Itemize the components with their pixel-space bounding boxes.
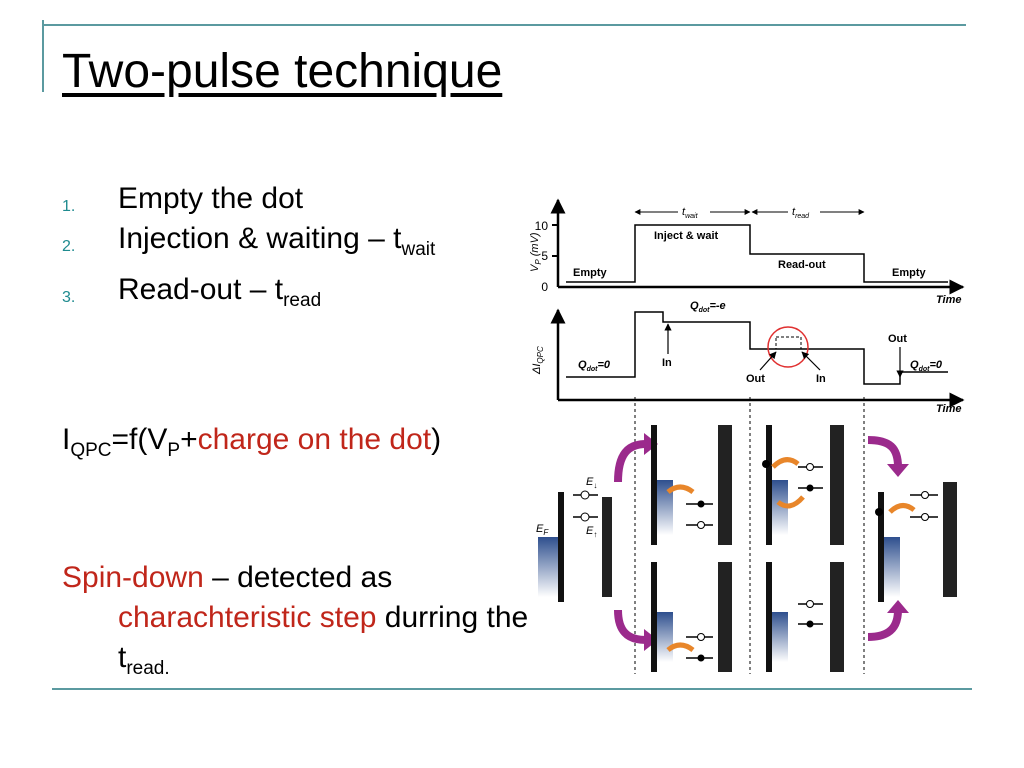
e-fermi-label: EF <box>536 523 549 537</box>
spin-text: – detected as <box>203 561 393 594</box>
slide-title: Two-pulse technique <box>62 45 503 98</box>
decorative-bottom-line <box>52 688 972 690</box>
bottom-panel: ΔIQPC Qdot=0 Qdot=-e Qdot=0 In Out In Ou… <box>531 300 965 415</box>
formula-paragraph: IQPC=f(VP+charge on the dot) <box>62 420 548 471</box>
out-label-2: Out <box>888 333 907 345</box>
spin-text: durring the t <box>118 601 529 674</box>
label-inject-wait: Inject & wait <box>654 230 719 242</box>
pulse-trace <box>566 224 948 283</box>
orange-tunnel-arrow <box>771 457 800 469</box>
list-text: Read-out – t <box>118 273 284 306</box>
e-down-label: E↓ <box>586 476 597 490</box>
spin-subscript: read. <box>126 658 170 679</box>
orange-tunnel-arrow <box>666 484 695 495</box>
label-empty-1: Empty <box>573 267 608 279</box>
purple-arrow-up <box>867 609 902 641</box>
in-label-2: In <box>816 373 826 385</box>
energy-diagram-readout <box>762 425 844 672</box>
two-pulse-figure: 10 5 0 VP (mV) Empty Inject & wait Read-… <box>518 192 968 687</box>
energy-diagram-empty-final <box>867 436 957 641</box>
top-tick-10: 10 <box>535 219 549 233</box>
orange-tunnel-arrow <box>776 495 805 509</box>
spin-paragraph: Spin-down – detected as charachteristic … <box>62 558 548 689</box>
steps-list: 1. Empty the dot 2. Injection & waiting … <box>62 182 502 324</box>
top-tick-0: 0 <box>541 280 548 294</box>
formula-subscript: QPC <box>70 440 112 461</box>
orange-tunnel-arrow <box>888 503 916 514</box>
top-x-label: Time <box>936 294 961 306</box>
formula-text: + <box>180 423 198 456</box>
decorative-vertical-line <box>42 20 44 92</box>
list-subscript: wait <box>401 239 436 260</box>
qe-label: Qdot=-e <box>690 300 726 314</box>
list-number: 1. <box>62 198 76 215</box>
top-panel: 10 5 0 VP (mV) Empty Inject & wait Read-… <box>529 198 965 306</box>
list-item: 3. Read-out – tread <box>62 273 502 318</box>
formula-text: =f(V <box>111 423 168 456</box>
figure-svg: 10 5 0 VP (mV) Empty Inject & wait Read-… <box>529 198 965 674</box>
energy-diagram-empty: E↓ E↑ EF <box>536 433 658 651</box>
e-up-label: E↑ <box>586 525 597 539</box>
formula-subscript: P <box>167 440 181 461</box>
label-read-out: Read-out <box>778 259 826 271</box>
top-y-label: VP (mV) <box>529 232 543 272</box>
spin-highlight: charachteristic step <box>118 601 377 634</box>
bottom-y-label: ΔIQPC <box>531 346 545 375</box>
out-label-1: Out <box>746 373 765 385</box>
list-subscript: read <box>283 290 322 311</box>
purple-arrow-down <box>614 609 647 644</box>
list-item: 2. Injection & waiting – twait <box>62 222 502 267</box>
formula-text: I <box>62 423 71 456</box>
list-number: 2. <box>62 238 76 255</box>
in-label-1: In <box>662 357 672 369</box>
energy-diagram-inject <box>651 425 732 672</box>
formula-text: ) <box>431 423 442 456</box>
top-tick-5: 5 <box>541 249 548 263</box>
list-number: 3. <box>62 289 76 306</box>
t-read-label: tread <box>792 206 810 220</box>
t-wait-label: twait <box>682 206 699 220</box>
formula-highlight: charge on the dot <box>197 423 432 456</box>
list-text: Injection & waiting – t <box>118 222 402 255</box>
orange-tunnel-arrow <box>666 642 695 653</box>
label-empty-2: Empty <box>892 267 927 279</box>
step-highlight-circle <box>767 326 809 368</box>
list-text: Empty the dot <box>118 182 304 215</box>
decorative-top-line <box>42 24 966 26</box>
bottom-x-label: Time <box>936 403 961 415</box>
purple-arrow-down <box>867 436 902 468</box>
current-trace <box>566 311 948 385</box>
spin-highlight: Spin-down <box>62 561 204 594</box>
q0-left-label: Qdot=0 <box>578 359 611 373</box>
list-item: 1. Empty the dot <box>62 182 502 216</box>
purple-arrow-up <box>614 440 647 483</box>
q0-right-label: Qdot=0 <box>910 359 943 373</box>
